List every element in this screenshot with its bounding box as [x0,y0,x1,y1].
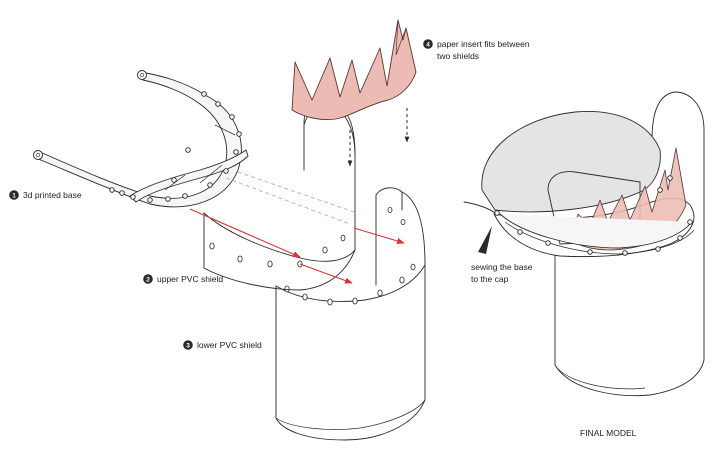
label-upper-pvc-shield: 2 upper PVC shield [143,274,223,284]
3d-printed-base [33,70,249,208]
label-paper-insert: 4 paper insert fits between two shields [423,39,530,61]
label-3d-printed-base: 1 3d printed base [9,190,82,200]
svg-text:to the cap: to the cap [471,274,509,284]
cap [481,110,661,213]
svg-text:3: 3 [186,342,190,349]
svg-text:2: 2 [146,276,150,283]
svg-text:two shields: two shields [437,51,479,61]
upper-shield-holes [209,234,346,268]
red-arrow-upper-to-lower-2 [299,263,353,284]
assembly-connectors [189,171,405,284]
base-pins [109,91,242,203]
svg-text:3d printed base: 3d printed base [23,190,82,200]
svg-text:lower PVC shield: lower PVC shield [197,340,262,350]
label-lower-pvc-shield: 3 lower PVC shield [183,340,262,350]
final-base-pins [494,175,693,256]
lower-pvc-shield [275,187,426,441]
svg-text:1: 1 [12,192,16,199]
paper-insert [291,19,417,167]
final-model [463,91,705,396]
lower-shield-holes [284,206,416,306]
svg-text:upper PVC shield: upper PVC shield [157,274,223,284]
red-arrow-base-to-upper [189,208,301,258]
svg-text:4: 4 [426,41,430,48]
red-arrow-upper-to-lower [353,227,405,244]
label-sewing: sewing the base to the cap [471,262,533,284]
svg-text:paper insert fits between: paper insert fits between [437,39,530,49]
label-final-model: FINAL MODEL [580,428,637,438]
svg-text:sewing the base: sewing the base [471,262,533,272]
